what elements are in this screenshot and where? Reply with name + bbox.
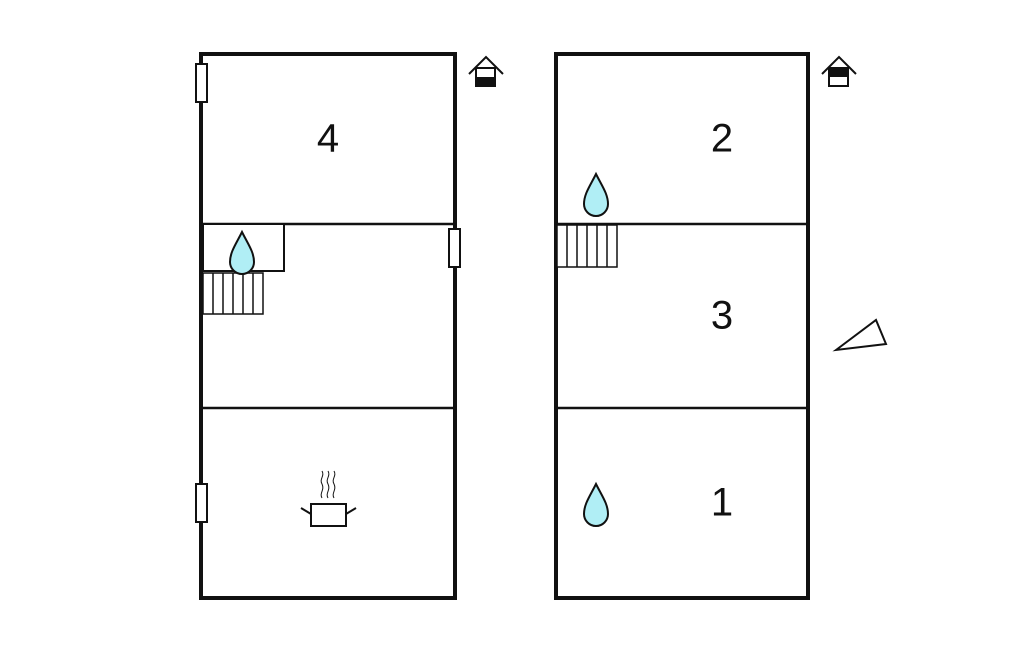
ground-floor-plan: 4 <box>195 52 504 600</box>
stairs-icon <box>202 272 264 315</box>
window-icon <box>195 63 208 103</box>
upper-floor-plan: 2 3 1 <box>554 52 888 600</box>
window-icon <box>448 228 461 268</box>
compass-icon <box>832 318 888 352</box>
bathroom-icon <box>583 483 609 527</box>
outer-wall <box>199 52 457 600</box>
house-upper-floor-icon <box>821 55 857 87</box>
outer-wall <box>554 52 810 600</box>
window-icon <box>195 483 208 523</box>
bathroom-icon <box>583 173 609 217</box>
stairs-icon <box>556 224 618 268</box>
kitchen-icon <box>300 470 357 527</box>
room-label: 1 <box>711 481 733 525</box>
room-label: 4 <box>317 117 339 161</box>
house-ground-floor-icon <box>468 55 504 87</box>
room-label: 2 <box>711 117 733 161</box>
room-label: 3 <box>711 294 733 338</box>
